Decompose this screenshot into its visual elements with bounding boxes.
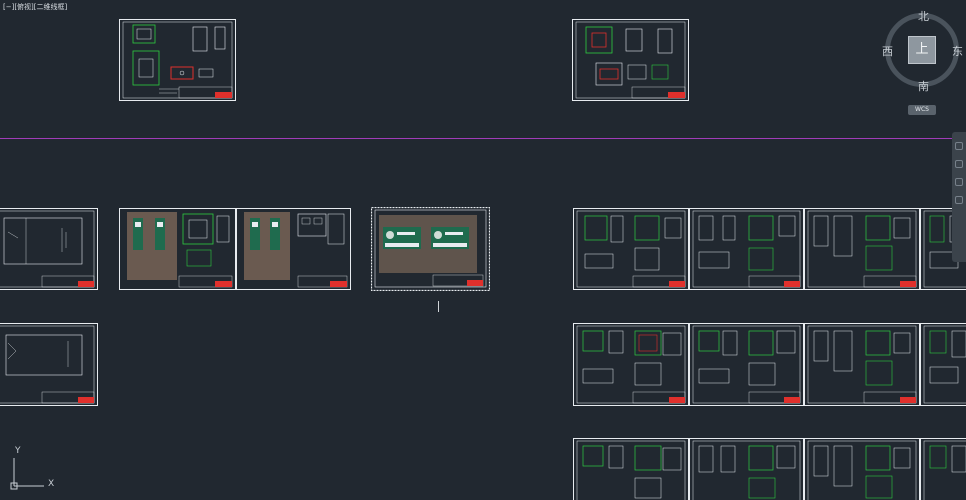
drawing-sheet[interactable] [573, 438, 689, 500]
crosshair-cursor [438, 301, 439, 312]
drawing-sheet[interactable] [920, 438, 966, 500]
drawing-sheet[interactable] [119, 19, 236, 101]
drawing-sheet[interactable] [119, 208, 236, 290]
wcs-menu-button[interactable]: WCS [908, 105, 936, 115]
orbit-icon[interactable] [955, 178, 963, 186]
drawing-sheet[interactable] [689, 438, 804, 500]
zoom-icon[interactable] [955, 160, 963, 168]
ucs-x-label: X [48, 479, 55, 489]
drawing-sheet[interactable] [689, 208, 804, 290]
drawing-sheet[interactable] [573, 208, 689, 290]
drawing-sheet[interactable] [804, 323, 920, 406]
viewcube-top-face[interactable]: 上 [908, 36, 936, 64]
drawing-sheet[interactable] [804, 438, 920, 500]
separator-line [0, 138, 966, 139]
compass-south[interactable]: 南 [918, 80, 929, 93]
compass-east[interactable]: 东 [952, 45, 963, 58]
compass-west[interactable]: 西 [882, 45, 893, 58]
compass-north[interactable]: 北 [918, 10, 929, 23]
drawing-sheet[interactable] [0, 208, 98, 290]
navigation-bar[interactable] [952, 132, 966, 262]
showmotion-icon[interactable] [955, 196, 963, 204]
ucs-y-label: Y [15, 446, 21, 456]
viewport-controls-label[interactable]: [−][俯视][二维线框] [3, 3, 68, 11]
drawing-sheet[interactable] [572, 19, 689, 101]
drawing-sheet[interactable] [573, 323, 689, 406]
drawing-sheet[interactable] [236, 208, 351, 290]
pan-icon[interactable] [955, 142, 963, 150]
drawing-sheet[interactable] [804, 208, 920, 290]
drawing-sheet[interactable] [920, 323, 966, 406]
drawing-sheet[interactable] [689, 323, 804, 406]
ucs-icon: Y X [6, 446, 66, 496]
compass-ring[interactable] [885, 13, 959, 87]
viewcube[interactable]: 上 北 南 东 西 [880, 6, 966, 93]
drawing-sheet[interactable] [0, 323, 98, 406]
drawing-sheet-selected[interactable] [371, 207, 490, 291]
